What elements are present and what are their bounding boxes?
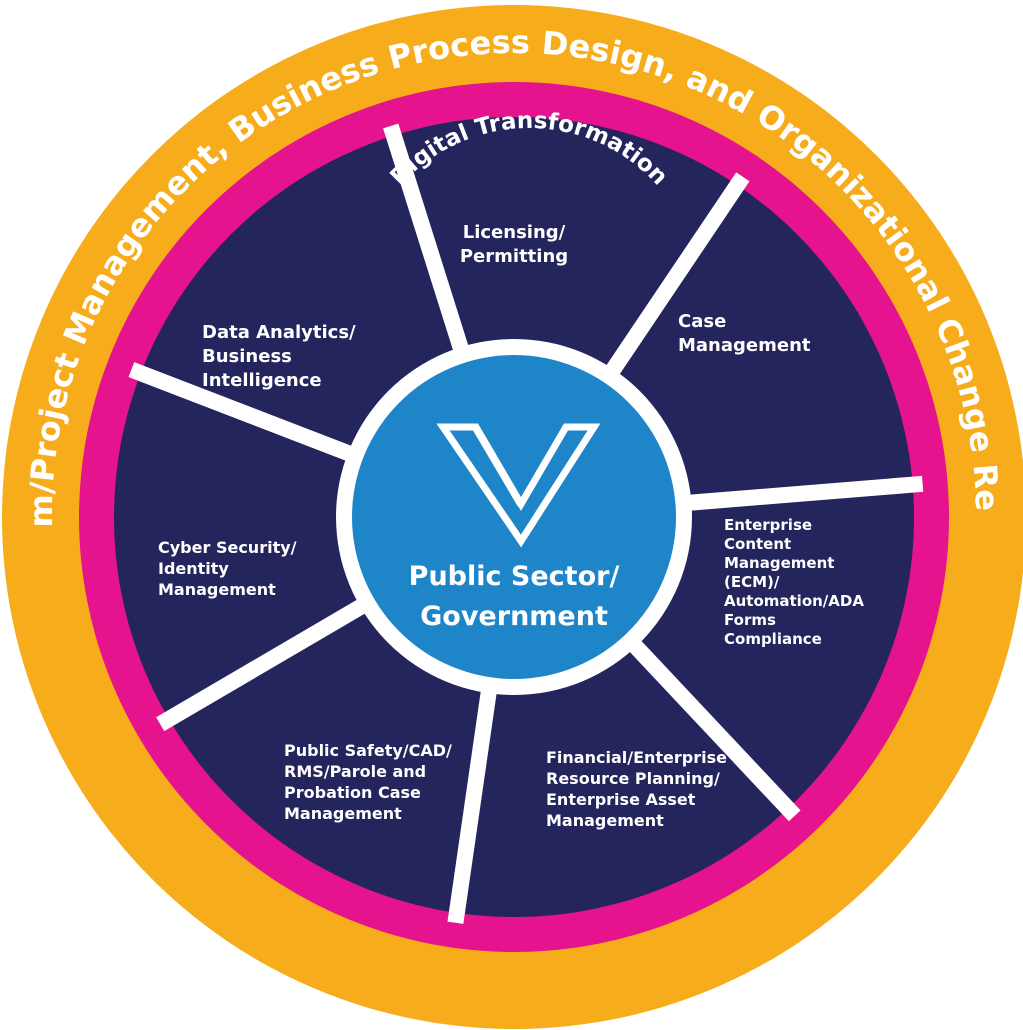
segment-label-line: Data Analytics/ (202, 322, 356, 343)
segment-label-line: Cyber Security/ (158, 538, 297, 557)
segment-label-line: Management (284, 804, 402, 823)
segment-divider (128, 362, 363, 466)
center-title-line2: Government (420, 601, 608, 632)
segment-divider (621, 631, 801, 822)
segment-label-line: Management (678, 335, 811, 356)
segment-label-line: Intelligence (202, 370, 322, 391)
segment-divider (383, 123, 473, 363)
segment-label-line: Business (202, 346, 292, 367)
segment-label-line: Enterprise Asset (546, 790, 696, 809)
segment-label-line: Resource Planning/ (546, 769, 720, 788)
segment-label-line: (ECM)/ (724, 573, 780, 591)
segment-label-line: Management (546, 811, 664, 830)
segment-label-line: Automation/ADA (724, 592, 864, 610)
segment-label-line: Licensing/ (463, 222, 566, 243)
segment-label-line: Probation Case (284, 783, 421, 802)
segment-label-line: Compliance (724, 630, 822, 648)
segment-label-line: Identity (158, 559, 229, 578)
segment-label: Licensing/Permitting (460, 222, 568, 267)
segment-label-line: Case (678, 311, 726, 332)
segment-divider (677, 475, 924, 512)
segment-divider (447, 679, 499, 924)
segment-label-line: Management (158, 580, 276, 599)
segment-label-line: Content (724, 535, 791, 553)
segment-label-line: Management (724, 554, 834, 572)
v-chevron-logo-icon (436, 423, 601, 548)
segment-label-line: Forms (724, 611, 776, 629)
segment-label-line: Permitting (460, 246, 568, 267)
segment-label-line: Public Safety/CAD/ (284, 741, 452, 760)
segment-dividers (128, 123, 924, 924)
segment-label-line: Financial/Enterprise (546, 748, 727, 767)
segment-divider (599, 172, 750, 385)
segment-label-line: RMS/Parole and (284, 762, 426, 781)
segment-divider (156, 593, 376, 732)
center-circle (352, 355, 676, 679)
center-title-line1: Public Sector/ (409, 561, 620, 592)
segment-label-line: Enterprise (724, 516, 812, 534)
